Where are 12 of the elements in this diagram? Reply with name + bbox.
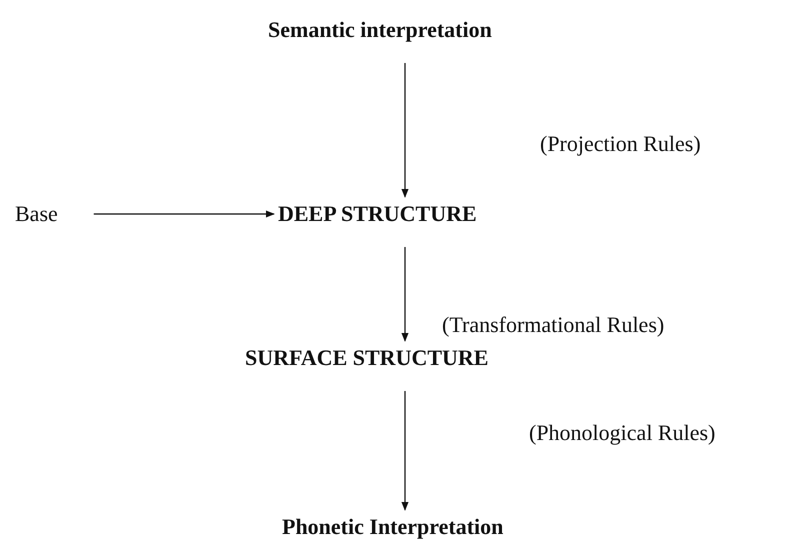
node-text: SURFACE STRUCTURE bbox=[245, 345, 488, 371]
arrow bbox=[401, 391, 409, 511]
node-text: Semantic interpretation bbox=[268, 17, 492, 43]
arrow bbox=[94, 210, 275, 218]
node-text: Phonetic Interpretation bbox=[282, 514, 504, 540]
rule-label: (Projection Rules) bbox=[540, 131, 701, 157]
node-text: Base bbox=[15, 201, 58, 227]
node-text: DEEP STRUCTURE bbox=[278, 201, 477, 227]
arrow bbox=[401, 247, 409, 342]
rule-label: (Transformational Rules) bbox=[442, 312, 664, 338]
rule-label: (Phonological Rules) bbox=[529, 420, 716, 446]
arrow bbox=[401, 63, 409, 198]
